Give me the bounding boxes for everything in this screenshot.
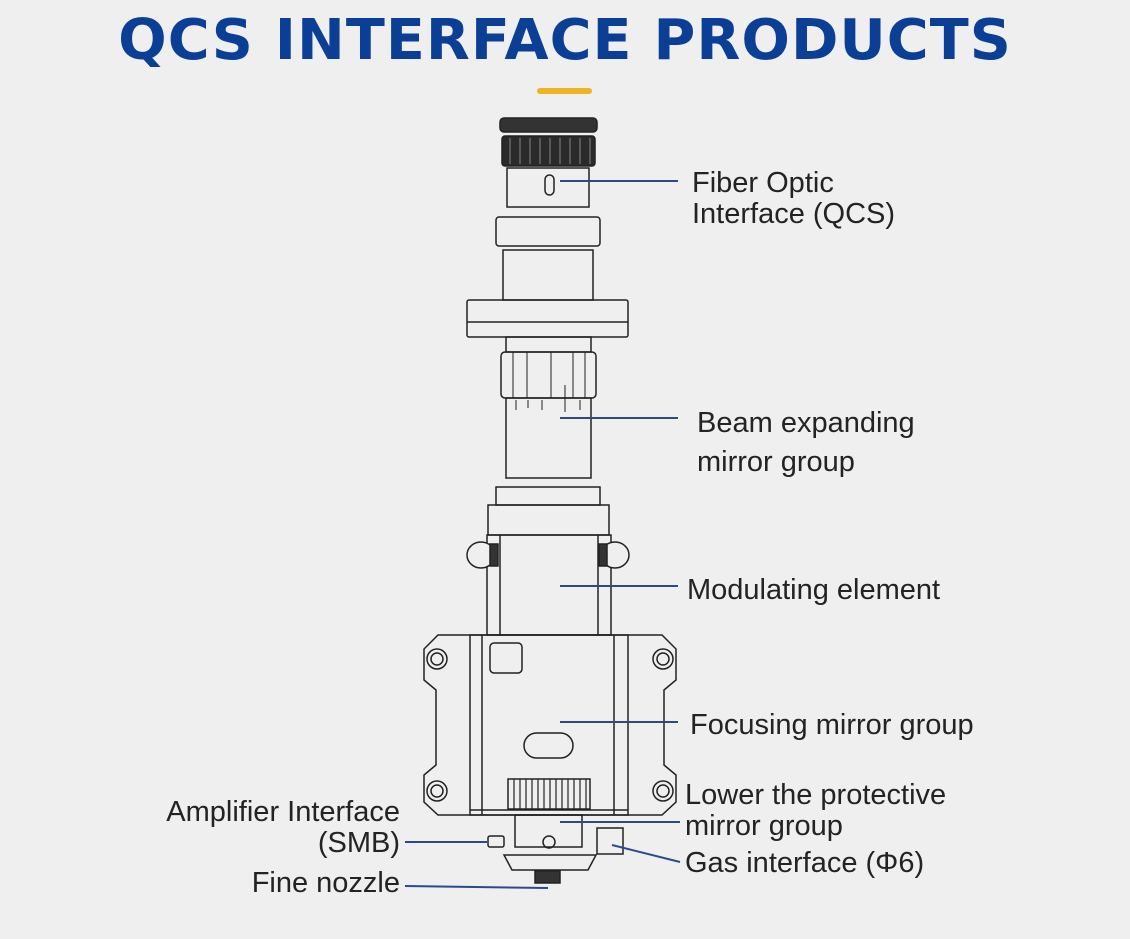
modulating-body (466, 534, 630, 636)
label-gas-interface: Gas interface (Φ6) (685, 847, 925, 879)
label-line: Lower the protective (685, 779, 947, 811)
label-line: Amplifier Interface (166, 796, 400, 828)
qcs-connector (495, 117, 601, 301)
label-modulating-element: Modulating element (687, 574, 941, 606)
brand-logo (489, 642, 523, 674)
leader-lines (404, 180, 681, 889)
label-fiber-optic-interface: Fiber Optic Interface (QCS) (692, 168, 895, 230)
label-lower-protective-mirror: Lower the protective mirror group (685, 780, 946, 842)
label-beam-expanding: Beam expanding mirror group (697, 404, 915, 482)
label-focusing-mirror-group: Focusing mirror group (690, 709, 974, 741)
focusing-housing (423, 634, 677, 816)
label-line: Beam expanding (697, 407, 915, 439)
nozzle-assembly (487, 814, 624, 884)
beam-expander (487, 351, 610, 536)
label-line: mirror group (685, 810, 843, 842)
page-title: QCS INTERFACE PRODUCTS (118, 8, 1012, 73)
label-amplifier-interface: Amplifier Interface (SMB) (100, 797, 400, 859)
flange (466, 299, 629, 353)
label-line: (SMB) (317, 827, 400, 859)
label-fine-nozzle: Fine nozzle (251, 867, 400, 899)
label-line: Fiber Optic (692, 167, 834, 199)
label-line: Interface (QCS) (692, 198, 896, 230)
label-line: mirror group (697, 446, 855, 478)
title-accent-bar (537, 88, 592, 94)
